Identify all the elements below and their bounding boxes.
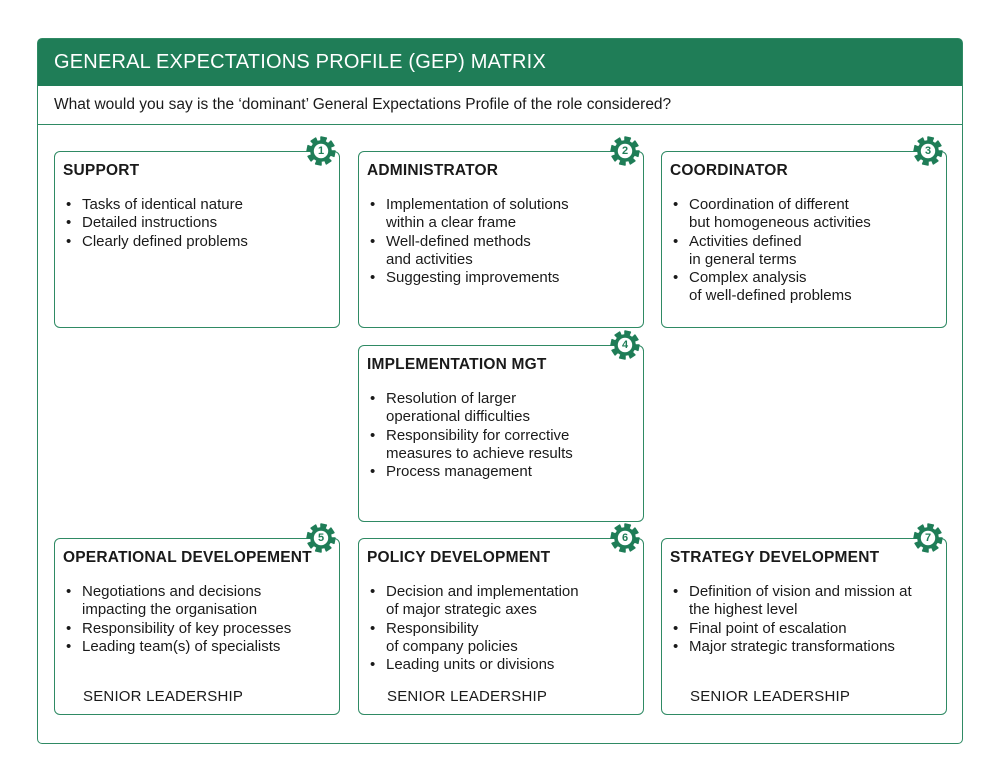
profile-bullet-item: Leading team(s) of specialists: [63, 638, 291, 657]
profile-number-badge: 4: [621, 339, 629, 351]
gear-icon: 5: [306, 523, 336, 553]
profile-title: IMPLEMENTATION MGT: [367, 356, 547, 373]
profile-bullet-item: Resolution of larger operational difficu…: [367, 390, 573, 427]
profile-bullet-item: Responsibility for corrective measures t…: [367, 427, 573, 464]
profile-bullet-list: Coordination of different but homogeneou…: [670, 196, 871, 306]
profile-bullet-list: Resolution of larger operational difficu…: [367, 390, 573, 482]
profile-card-4: IMPLEMENTATION MGT Resolution of larger o…: [358, 345, 644, 522]
profile-bullet-item: Responsibility of company policies: [367, 620, 579, 657]
profile-bullet-item: Final point of escalation: [670, 620, 912, 639]
profile-title: STRATEGY DEVELOPMENT: [670, 549, 880, 566]
profile-bullet-item: Decision and implementation of major str…: [367, 583, 579, 620]
profile-bullet-item: Definition of vision and mission at the …: [670, 583, 912, 620]
profile-bullet-list: Decision and implementation of major str…: [367, 583, 579, 675]
profile-bullet-item: Leading units or divisions: [367, 656, 579, 675]
question-row: What would you say is the ‘dominant’ Gen…: [38, 86, 962, 125]
profile-card-1: SUPPORT Tasks of identical natureDetailed…: [54, 151, 340, 328]
gear-icon: 4: [610, 330, 640, 360]
page-title: GENERAL EXPECTATIONS PROFILE (GEP) MATRI…: [54, 51, 546, 73]
gear-icon: 7: [913, 523, 943, 553]
profile-bullet-item: Implementation of solutions within a cle…: [367, 196, 569, 233]
profile-bullet-item: Responsibility of key processes: [63, 620, 291, 639]
profile-title: OPERATIONAL DEVELOPEMENT: [63, 549, 312, 566]
profile-number-badge: 5: [317, 532, 325, 544]
gear-icon: 6: [610, 523, 640, 553]
gear-icon: 2: [610, 136, 640, 166]
profile-number-badge: 1: [317, 145, 325, 157]
profile-bullet-item: Tasks of identical nature: [63, 196, 248, 215]
profile-title: ADMINISTRATOR: [367, 162, 499, 179]
profile-bullet-item: Well-defined methods and activities: [367, 233, 569, 270]
profile-card-3: COORDINATOR Coordination of different but…: [661, 151, 947, 328]
profile-number-badge: 6: [621, 532, 629, 544]
profile-footer-label: SENIOR LEADERSHIP: [83, 688, 244, 705]
question-text: What would you say is the ‘dominant’ Gen…: [54, 96, 672, 113]
profile-footer-label: SENIOR LEADERSHIP: [690, 688, 851, 705]
profile-number-badge: 7: [924, 532, 932, 544]
profile-title: SUPPORT: [63, 162, 140, 179]
profile-bullet-item: Negotiations and decisions impacting the…: [63, 583, 291, 620]
profile-card-2: ADMINISTRATOR Implementation of solutions…: [358, 151, 644, 328]
gear-icon: 3: [913, 136, 943, 166]
profile-bullet-item: Detailed instructions: [63, 214, 248, 233]
profile-card-5: OPERATIONAL DEVELOPEMENT Negotiations and…: [54, 538, 340, 715]
profile-bullet-list: Definition of vision and mission at the …: [670, 583, 912, 656]
profile-title: POLICY DEVELOPMENT: [367, 549, 551, 566]
profile-bullet-item: Coordination of different but homogeneou…: [670, 196, 871, 233]
profile-footer-label: SENIOR LEADERSHIP: [387, 688, 548, 705]
profile-bullet-item: Major strategic transformations: [670, 638, 912, 657]
profile-bullet-item: Activities defined in general terms: [670, 233, 871, 270]
profile-bullet-item: Process management: [367, 463, 573, 482]
profile-title: COORDINATOR: [670, 162, 788, 179]
profile-card-6: POLICY DEVELOPMENT Decision and implement…: [358, 538, 644, 715]
profile-bullet-item: Clearly defined problems: [63, 233, 248, 252]
profile-bullet-list: Implementation of solutions within a cle…: [367, 196, 569, 288]
profile-bullet-item: Suggesting improvements: [367, 269, 569, 288]
profile-card-7: STRATEGY DEVELOPMENT Definition of vision…: [661, 538, 947, 715]
profile-bullet-list: Negotiations and decisions impacting the…: [63, 583, 291, 656]
profile-number-badge: 2: [621, 145, 629, 157]
gear-icon: 1: [306, 136, 336, 166]
header-bar: GENERAL EXPECTATIONS PROFILE (GEP) MATRI…: [38, 39, 962, 86]
profile-bullet-list: Tasks of identical natureDetailed instru…: [63, 196, 248, 251]
profile-bullet-item: Complex analysis of well-defined problem…: [670, 269, 871, 306]
profile-number-badge: 3: [924, 145, 932, 157]
